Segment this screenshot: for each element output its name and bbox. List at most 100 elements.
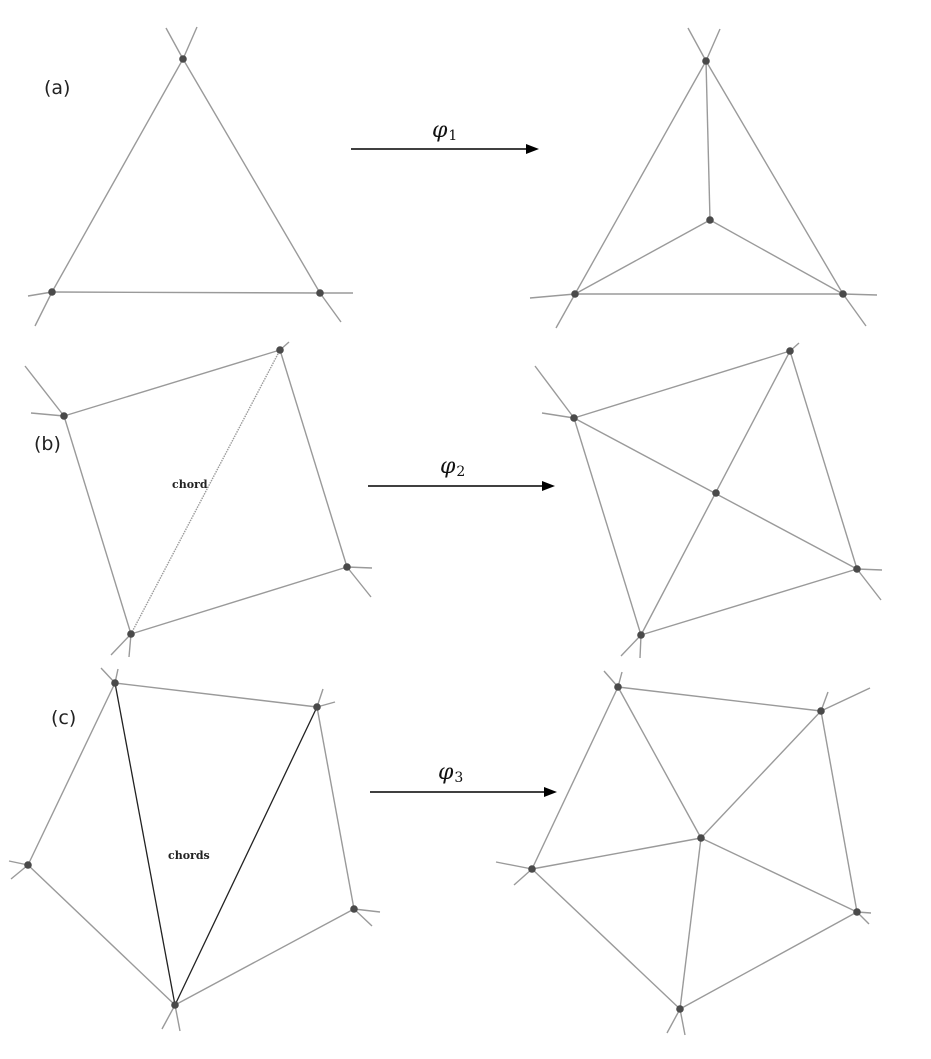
vertex (614, 683, 622, 691)
panel-c-left-pentagon: chords (8, 667, 381, 1032)
edge-stub (128, 633, 132, 658)
edge (27, 864, 176, 1006)
edge-stub (30, 412, 65, 417)
vertex (528, 865, 536, 873)
edge (709, 219, 844, 295)
vertex (817, 707, 825, 715)
map-label-phi-3: φ3 (438, 760, 463, 786)
panel-b-right-subdivided-quadrilateral (534, 342, 883, 659)
edge (573, 417, 642, 636)
edge-stub (353, 908, 373, 927)
edge (531, 868, 681, 1010)
edge (174, 908, 355, 1006)
vertex (343, 563, 351, 571)
edge-stub (174, 1004, 181, 1032)
edge-stub (666, 1008, 681, 1034)
vertex (179, 55, 187, 63)
edge-stub (34, 291, 53, 327)
arrow-head (544, 787, 557, 797)
vertex (839, 290, 847, 298)
vertex (786, 347, 794, 355)
edge-stub (620, 634, 642, 657)
chord-edge (174, 706, 318, 1006)
edge (63, 349, 281, 417)
edge (316, 706, 355, 910)
vertex (350, 905, 358, 913)
edge-stub (842, 293, 867, 327)
edge-stub (110, 633, 132, 656)
edge-stub (639, 634, 642, 659)
vertex (676, 1005, 684, 1013)
edge (679, 911, 858, 1010)
edge-stub (513, 868, 533, 886)
arrow-head (542, 481, 555, 491)
edge (700, 710, 822, 839)
edge-stub (353, 908, 381, 913)
vertex (706, 216, 714, 224)
map-label-phi-1: φ1 (432, 118, 457, 144)
edge (705, 60, 844, 295)
edge-stub (820, 687, 871, 712)
edge (51, 291, 321, 294)
map-label-phi-2: φ2 (440, 454, 465, 480)
edge (640, 568, 858, 636)
edge-stub (495, 861, 533, 870)
edge-stub (555, 293, 576, 329)
vertex (853, 908, 861, 916)
edge (617, 686, 702, 839)
panel-c-label: (c) (51, 707, 76, 729)
vertex (60, 412, 68, 420)
chord-edge (114, 682, 176, 1006)
edge-stub (705, 28, 721, 62)
edge (63, 415, 132, 635)
chord-edge (130, 349, 281, 635)
chords-label: chords (168, 849, 210, 862)
edge-stub (346, 566, 372, 598)
arrow-head (526, 144, 539, 154)
vertex (316, 289, 324, 297)
edge-stub (182, 26, 198, 60)
edge (705, 60, 711, 221)
edge (700, 837, 858, 913)
edge (820, 710, 858, 913)
panel-a-left-triangle (27, 26, 353, 327)
edge-stub (856, 568, 882, 601)
panel-b-left-quadrilateral: chord (24, 341, 373, 658)
edge (27, 682, 116, 866)
edge (574, 219, 711, 295)
edge-stub (165, 27, 184, 60)
vertex (24, 861, 32, 869)
edge-stub (24, 365, 65, 417)
edge (51, 58, 184, 293)
edge (789, 350, 858, 570)
panel-a-map-arrow: φ1 (351, 118, 539, 154)
panel-c: (c) chords (8, 667, 872, 1036)
panel-b-label: (b) (34, 433, 61, 455)
vertex (48, 288, 56, 296)
edge-stub (27, 291, 53, 297)
edge (573, 350, 791, 419)
edge-stub (687, 27, 707, 62)
panel-a: (a) φ1 (27, 26, 878, 329)
edge (531, 686, 619, 870)
edge (130, 566, 348, 635)
edge (617, 686, 822, 712)
panel-c-right-subdivided-pentagon (495, 670, 872, 1036)
edge (114, 682, 318, 708)
panel-a-label: (a) (44, 77, 70, 99)
panel-c-map-arrow: φ3 (370, 760, 557, 797)
edge-stub (529, 293, 576, 299)
edge (279, 349, 348, 568)
vertex (127, 630, 135, 638)
vertex (171, 1001, 179, 1009)
vertex (571, 290, 579, 298)
edge (182, 58, 321, 294)
vertex (712, 489, 720, 497)
edge (574, 60, 707, 295)
vertex (702, 57, 710, 65)
vertex (313, 703, 321, 711)
edge-stub (346, 566, 373, 569)
panel-b: (b) chord φ2 (24, 341, 883, 659)
vertex (637, 631, 645, 639)
edge (531, 837, 702, 870)
